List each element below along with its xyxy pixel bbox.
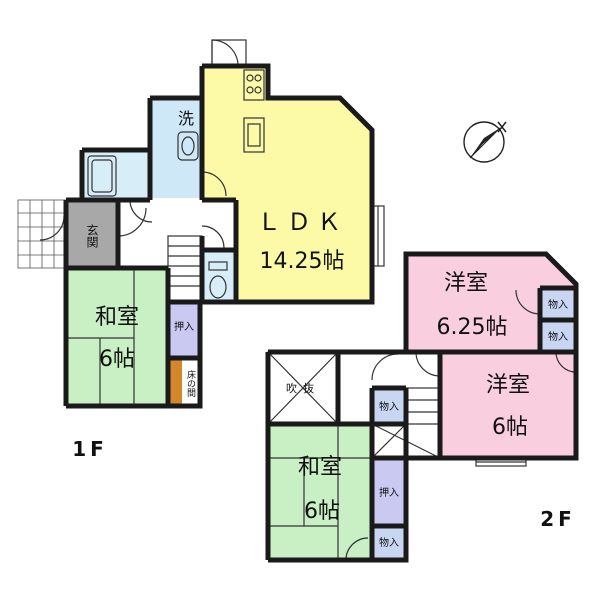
monoire-c bbox=[372, 526, 406, 558]
second-floor-plan bbox=[265, 251, 579, 563]
compass-north-icon bbox=[463, 121, 507, 163]
entrance-room bbox=[66, 200, 118, 268]
youshitsu-6-room bbox=[440, 352, 576, 458]
monoire-d bbox=[372, 388, 406, 424]
monoire-d-label: 物入 bbox=[379, 400, 399, 413]
bathtub-icon bbox=[87, 155, 117, 197]
walls-2f bbox=[265, 251, 579, 563]
youshitsu-6-size-label: 6帖 bbox=[492, 415, 528, 440]
tokonoma bbox=[168, 358, 182, 406]
entrance-label: 玄関 bbox=[85, 223, 99, 248]
monoire-a bbox=[540, 288, 576, 320]
washitsu-2f-room bbox=[268, 424, 372, 560]
monoire-b bbox=[540, 320, 576, 352]
stairs-1f bbox=[167, 235, 203, 303]
tatami-lines-1f bbox=[66, 270, 135, 406]
fukinuke-label: 吹抜 bbox=[286, 381, 320, 395]
toilet-icon bbox=[208, 261, 228, 299]
monoire-a-label: 物入 bbox=[548, 298, 568, 311]
door-swings-2f bbox=[345, 289, 577, 561]
wash-basin-icon bbox=[177, 131, 199, 161]
washitsu-1f-name-label: 和室 bbox=[95, 305, 139, 330]
walls-1f bbox=[63, 63, 375, 409]
oshiire-2f-label: 押入 bbox=[379, 486, 399, 499]
kitchen-stove-icon bbox=[243, 69, 265, 101]
monoire-b-label: 物入 bbox=[548, 330, 568, 343]
youshitsu-6-name-label: 洋室 bbox=[486, 373, 530, 398]
ldk-name-label: ＬＤＫ bbox=[257, 208, 347, 236]
washitsu-1f-size-label: 6帖 bbox=[99, 347, 135, 372]
oshiire-2f bbox=[372, 458, 406, 526]
oshiire-1f bbox=[168, 302, 200, 358]
washitsu-2f-size-label: 6帖 bbox=[304, 499, 340, 524]
floor-1f-label: 1F bbox=[72, 437, 108, 461]
oshiire-1f-label: 押入 bbox=[174, 320, 194, 333]
entrance-porch bbox=[17, 199, 67, 269]
washitsu-2f-name-label: 和室 bbox=[298, 455, 342, 480]
first-floor-plan bbox=[17, 39, 385, 409]
washroom-label: 洗 bbox=[178, 109, 194, 128]
ldk-size-label: 14.25帖 bbox=[260, 249, 345, 274]
tokonoma-label: 床の間 bbox=[185, 369, 196, 398]
monoire-c-label: 物入 bbox=[379, 536, 399, 549]
youshitsu-625-name-label: 洋室 bbox=[444, 271, 488, 296]
youshitsu-625-size-label: 6.25帖 bbox=[437, 315, 508, 340]
floor-2f-label: 2F bbox=[540, 507, 576, 531]
youshitsu-625-body bbox=[406, 254, 540, 352]
tatami-lines-2f bbox=[268, 424, 372, 560]
kitchen-sink-icon bbox=[243, 117, 265, 153]
